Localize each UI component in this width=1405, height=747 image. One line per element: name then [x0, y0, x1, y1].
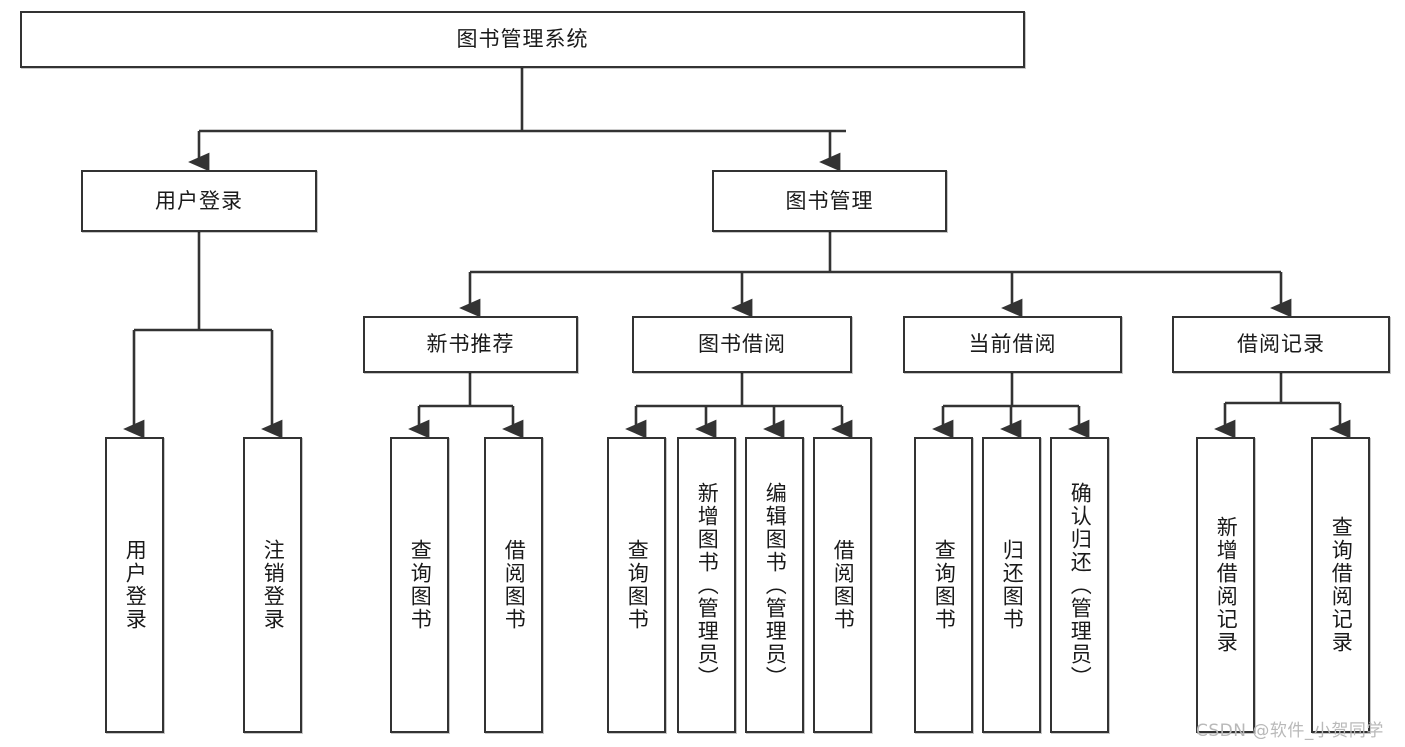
node-leaf-add-record[interactable]: 新增借阅记录 [1196, 437, 1255, 733]
node-borrow-record[interactable]: 借阅记录 [1172, 316, 1390, 373]
node-leaf-query-book-3[interactable]: 查询图书 [914, 437, 973, 733]
node-leaf-logout[interactable]: 注销登录 [243, 437, 302, 733]
node-user-login[interactable]: 用户登录 [81, 170, 317, 232]
node-leaf-borrow-book-2[interactable]: 借阅图书 [813, 437, 872, 733]
node-label: 查询借阅记录 [1329, 516, 1354, 654]
node-root-system[interactable]: 图书管理系统 [20, 11, 1025, 68]
node-leaf-return-book[interactable]: 归还图书 [982, 437, 1041, 733]
node-leaf-query-record[interactable]: 查询借阅记录 [1311, 437, 1370, 733]
node-label: 图书管理 [785, 188, 874, 213]
node-label: 借阅图书 [831, 539, 856, 631]
node-label: 用户登录 [155, 188, 243, 213]
node-new-book-recommend[interactable]: 新书推荐 [363, 316, 578, 373]
node-label: 借阅记录 [1237, 332, 1325, 357]
node-label: 查询图书 [625, 539, 650, 631]
node-label: 查询图书 [408, 539, 433, 631]
node-label: 图书管理系统 [456, 27, 589, 52]
node-leaf-confirm-return[interactable]: 确认归还（管理员） [1050, 437, 1109, 733]
node-label: 新增图书（管理员） [695, 481, 720, 689]
node-leaf-query-book-1[interactable]: 查询图书 [390, 437, 449, 733]
node-label: 新书推荐 [426, 332, 515, 357]
node-leaf-borrow-book-1[interactable]: 借阅图书 [484, 437, 543, 733]
node-label: 借阅图书 [502, 539, 527, 631]
node-label: 当前借阅 [968, 332, 1057, 357]
node-leaf-edit-book[interactable]: 编辑图书（管理员） [745, 437, 804, 733]
node-label: 用户登录 [123, 539, 148, 631]
node-label: 编辑图书（管理员） [763, 481, 788, 689]
node-label: 归还图书 [1000, 539, 1025, 631]
node-leaf-add-book[interactable]: 新增图书（管理员） [677, 437, 736, 733]
node-leaf-user-login[interactable]: 用户登录 [105, 437, 164, 733]
node-current-borrow[interactable]: 当前借阅 [903, 316, 1122, 373]
node-book-manage[interactable]: 图书管理 [712, 170, 947, 232]
node-label: 查询图书 [932, 539, 957, 631]
node-label: 确认归还（管理员） [1068, 481, 1093, 689]
node-book-borrow[interactable]: 图书借阅 [632, 316, 852, 373]
node-label: 新增借阅记录 [1214, 516, 1239, 654]
node-label: 图书借阅 [698, 332, 786, 357]
node-label: 注销登录 [261, 539, 286, 631]
node-leaf-query-book-2[interactable]: 查询图书 [607, 437, 666, 733]
